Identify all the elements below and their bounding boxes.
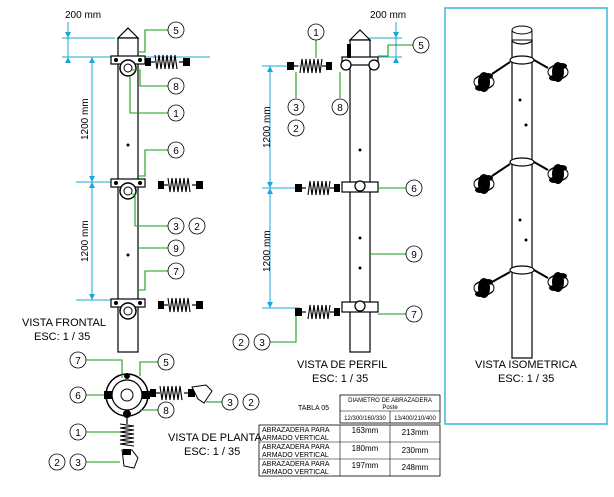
balloon: 5: [163, 358, 169, 369]
balloon: 3: [293, 103, 299, 114]
balloon: 2: [248, 398, 254, 409]
row-label: ARMADO VERTICAL: [262, 435, 329, 442]
frontal-armature-top: [110, 54, 191, 77]
frontal-view: 200 mm 1200 mm 1200 mm 5: [22, 10, 210, 353]
row-value: 213mm: [402, 428, 429, 437]
plan-view-title: VISTA DE PLANTA: [168, 432, 262, 444]
balloon: 9: [173, 244, 179, 255]
dim-spacing-2: 1200 mm: [80, 220, 91, 262]
balloon: 1: [75, 428, 81, 439]
frontal-dimensions: 200 mm 1200 mm 1200 mm: [62, 10, 210, 301]
frontal-armature-bottom: [110, 297, 204, 320]
isometric-view: VISTA ISOMETRICA ESC: 1 / 35: [444, 7, 608, 425]
balloon: 1: [313, 28, 319, 39]
dim-top-spacing: 200 mm: [65, 10, 101, 21]
row-value: 248mm: [402, 463, 429, 472]
row-label: ABRAZADERA PARA: [262, 444, 330, 451]
frontal-view-title: VISTA FRONTAL: [22, 317, 106, 329]
dim-spacing-1: 1200 mm: [80, 98, 91, 140]
plan-insulator-right: [149, 384, 213, 404]
plan-view: 7 5 6 3 2 8 1 2 3 VISTA DE PLANTA ESC: 1…: [48, 351, 262, 471]
table-col-2: 13/400/210/400: [394, 416, 436, 422]
profile-balloons: 1 5 3 2 8 6 9 7 2 3: [232, 23, 430, 351]
balloon: 2: [238, 338, 244, 349]
table-col-1: 12/300/160/330: [344, 416, 386, 422]
balloon: 9: [411, 250, 417, 261]
profile-view: 200 mm 1200 mm 1200 mm: [232, 10, 430, 385]
row-value: 163mm: [352, 426, 379, 435]
plan-insulator-bottom: [119, 418, 139, 469]
isometric-view-scale: ESC: 1 / 35: [498, 373, 554, 385]
balloon: 7: [75, 356, 81, 367]
profile-dimensions: 200 mm 1200 mm 1200 mm: [262, 10, 406, 309]
dim-profile-top-spacing: 200 mm: [370, 10, 406, 21]
table-subheader: Poste: [382, 405, 398, 411]
balloon: 2: [54, 458, 60, 469]
balloon: 8: [163, 406, 169, 417]
dim-profile-spacing-1: 1200 mm: [262, 106, 273, 148]
profile-armature-bottom: [294, 300, 379, 320]
balloon: 3: [227, 398, 233, 409]
row-label: ABRAZADERA PARA: [262, 461, 330, 468]
table-row: ABRAZADERA PARA ARMADO VERTICAL 180mm 23…: [262, 444, 429, 459]
frontal-armature-middle: [110, 177, 204, 200]
balloon: 7: [173, 267, 179, 278]
balloon: 6: [75, 391, 81, 402]
balloon: 8: [173, 82, 179, 93]
isometric-pole: [511, 39, 533, 359]
balloon: 8: [337, 103, 343, 114]
table-header: DIAMETRO DE ABRAZADERA: [348, 398, 432, 404]
row-value: 230mm: [402, 446, 429, 455]
balloon: 1: [173, 109, 179, 120]
balloon: 6: [173, 146, 179, 157]
profile-pole: [349, 39, 371, 353]
isometric-armature-top: [473, 55, 569, 93]
row-value: 197mm: [352, 461, 379, 470]
dim-profile-spacing-2: 1200 mm: [262, 230, 273, 272]
balloon: 3: [75, 458, 81, 469]
pole-tip: [116, 27, 140, 39]
row-label: ARMADO VERTICAL: [262, 469, 329, 476]
row-value: 180mm: [352, 444, 379, 453]
frontal-balloons: 5 8 1 6 3 2 9 7: [167, 21, 206, 280]
row-label: ARMADO VERTICAL: [262, 452, 329, 459]
balloon: 7: [411, 310, 417, 321]
profile-pole-tip: [348, 29, 372, 41]
balloon: 3: [173, 222, 179, 233]
frontal-view-scale: ESC: 1 / 35: [34, 331, 90, 343]
balloon: 3: [259, 338, 265, 349]
profile-view-title: VISTA DE PERFIL: [297, 359, 387, 371]
isometric-armature-bottom: [473, 265, 569, 299]
table-row: ABRAZADERA PARA ARMADO VERTICAL 163mm 21…: [262, 426, 429, 442]
balloon: 2: [194, 222, 200, 233]
balloon: 5: [173, 26, 179, 37]
balloon: 6: [411, 184, 417, 195]
table-caption: TABLA 05: [298, 405, 329, 412]
profile-armature-middle: [294, 180, 379, 196]
balloon: 5: [418, 41, 424, 52]
row-label: ABRAZADERA PARA: [262, 427, 330, 434]
table-row: ABRAZADERA PARA ARMADO VERTICAL 197mm 24…: [262, 461, 429, 476]
balloon: 2: [293, 124, 299, 135]
isometric-armature-middle: [473, 157, 569, 195]
plan-balloons: 7 5 6 3 2 8 1 2 3: [48, 351, 260, 471]
profile-armature-top: [286, 44, 380, 74]
isometric-view-title: VISTA ISOMETRICA: [475, 359, 578, 371]
profile-view-scale: ESC: 1 / 35: [312, 373, 368, 385]
abrazadera-table: TABLA 05 DIAMETRO DE ABRAZADERA Poste 12…: [258, 394, 441, 477]
plan-view-scale: ESC: 1 / 35: [184, 446, 240, 458]
